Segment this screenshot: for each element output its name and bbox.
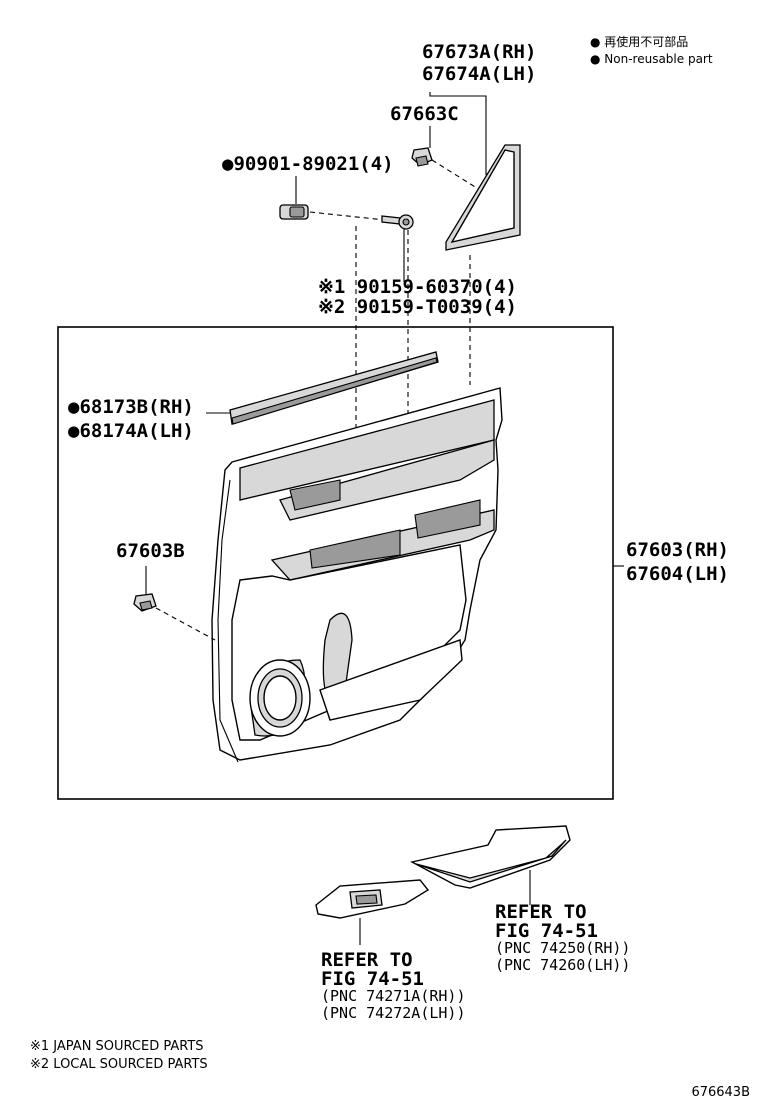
dashline-clip-to-screw <box>309 211 386 221</box>
legend-non-reusable-en: ● Non-reusable part <box>590 52 713 66</box>
assembly-box <box>57 326 614 800</box>
callout-90901: ●90901-89021(4) <box>222 153 394 175</box>
ref-lower-line1: REFER TO <box>321 949 413 971</box>
weatherstrip-68173b <box>229 351 439 425</box>
ref-upper-line3: (PNC 74250(RH)) <box>495 939 630 957</box>
clip-90901 <box>279 204 309 220</box>
ref-lower-line4: (PNC 74272A(LH)) <box>321 1004 466 1022</box>
switch-bezel-74271a <box>315 879 430 919</box>
ref-upper-line2: FIG 74-51 <box>495 920 598 942</box>
footnote-local-sourced: ※2 LOCAL SOURCED PARTS <box>30 1057 208 1072</box>
callout-68173b: ●68173B(RH) <box>68 396 194 418</box>
dashline-clip-to-cover <box>431 159 481 191</box>
corner-cover-67673a <box>445 144 521 251</box>
callout-90159-japan: ※1 90159-60370(4) <box>318 276 517 298</box>
ref-upper-line1: REFER TO <box>495 901 587 923</box>
clip-67663c <box>411 147 433 167</box>
ref-upper-line4: (PNC 74260(LH)) <box>495 956 630 974</box>
callout-68174a: ●68174A(LH) <box>68 420 194 442</box>
callout-90159-local: ※2 90159-T0039(4) <box>318 296 517 318</box>
callout-67603: 67603(RH) <box>626 539 729 561</box>
leader-67673a <box>429 92 487 175</box>
footnote-japan-sourced: ※1 JAPAN SOURCED PARTS <box>30 1039 204 1054</box>
dashline-clip-to-panel <box>155 607 216 641</box>
callout-67663c: 67663C <box>390 103 459 125</box>
screw-90159 <box>381 214 414 230</box>
legend-non-reusable-jp: ● 再使用不可部品 <box>590 34 688 49</box>
callout-67603b: 67603B <box>116 540 185 562</box>
ref-lower-line3: (PNC 74271A(RH)) <box>321 987 466 1005</box>
clip-67603b <box>133 593 157 612</box>
callout-67604: 67604(LH) <box>626 563 729 585</box>
callout-67674a: 67674A(LH) <box>422 63 536 85</box>
ref-lower-line2: FIG 74-51 <box>321 968 424 990</box>
door-trim-panel-67603 <box>211 387 503 763</box>
armrest-pad-74250 <box>410 825 571 889</box>
callout-67673a: 67673A(RH) <box>422 41 536 63</box>
figure-code: 676643B <box>691 1085 750 1100</box>
